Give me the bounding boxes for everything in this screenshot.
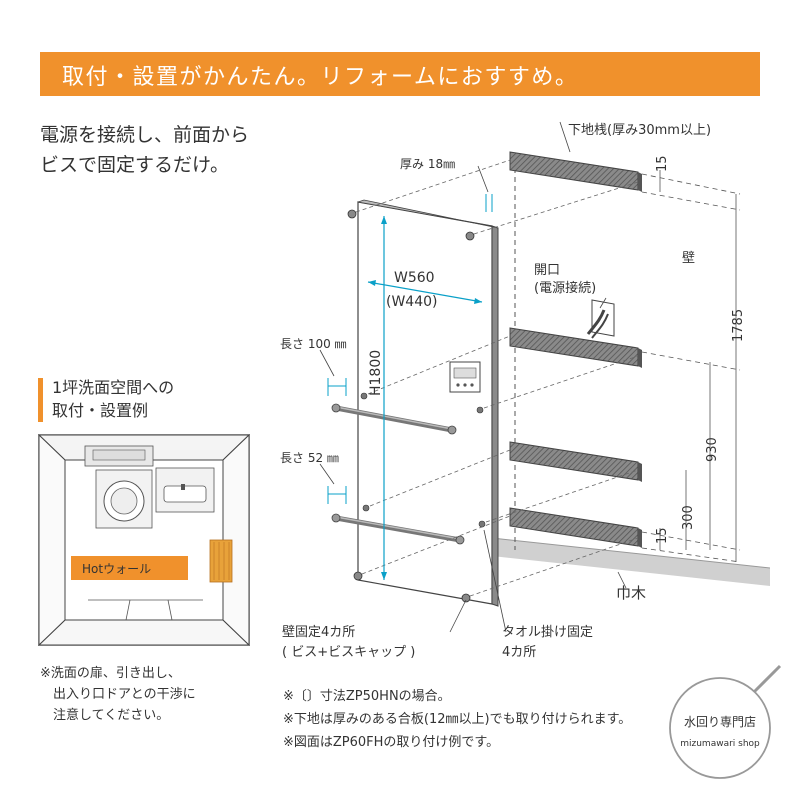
label-towel-fix-1: タオル掛け固定 (502, 625, 593, 640)
controller-unit (449, 361, 481, 393)
banner-title: 取付・設置がかんたん。リフォームにおすすめ。 (62, 65, 579, 90)
towel-bar-upper (331, 403, 457, 435)
caution-text: ※洗面の扉、引き出し、 出入り口ドアとの干渉に 注意してください。 (40, 663, 196, 726)
example-title-line-1: 1坪洗面空間への (52, 378, 175, 397)
screw-bottom-right (461, 593, 471, 603)
towel-bar-lower (331, 513, 465, 545)
label-wall-fix-2: ( ビス+ビスキャップ ) (282, 645, 415, 660)
batten-1 (509, 151, 642, 192)
example-title: 1坪洗面空間への 取付・設置例 (52, 376, 174, 422)
label-power-connection: (電源接続) (534, 280, 596, 296)
watermark-line-2: mizumawari shop (680, 739, 760, 749)
caution-line-3: 注意してください。 (53, 708, 170, 723)
label-height: H1800 (368, 350, 384, 396)
label-thickness: 厚み 18㎜ (400, 157, 455, 171)
note-line-3: ※図面はZP60FHの取り付け例です。 (283, 735, 500, 750)
label-opening: 開口 (534, 263, 560, 278)
label-length-100: 長さ 100 ㎜ (280, 337, 347, 351)
label-wall: 壁 (682, 251, 695, 266)
caution-line-1: ※洗面の扉、引き出し、 (40, 666, 181, 681)
note-line-2: ※下地は厚みのある合板(12㎜以上)でも取り付けられます。 (283, 712, 632, 727)
intro-text: 電源を接続し、前面から ビスで固定するだけ。 (40, 120, 249, 180)
label-wall-fix-1: 壁固定4カ所 (282, 625, 355, 640)
batten-2 (509, 327, 642, 368)
label-base-support: 下地桟(厚み30mm以上) (568, 123, 711, 138)
label-baseboard: 巾木 (616, 584, 646, 602)
dim-15-bottom: 15 (655, 527, 670, 544)
caution-line-2: 出入り口ドアとの干渉に (53, 687, 196, 702)
watermark-logo: 水回り専門店 mizumawari shop (669, 664, 782, 779)
heater-panel (357, 199, 499, 607)
label-towel-fix-2: 4カ所 (502, 645, 536, 660)
label-width-alt: (W440) (386, 294, 438, 310)
power-opening (586, 299, 615, 339)
note-line-1: ※〔〕寸法ZP50HNの場合。 (283, 689, 451, 704)
batten-3 (509, 441, 642, 482)
screw-top-right (465, 231, 475, 241)
dim-300: 300 (681, 505, 696, 530)
intro-line-2: ビスで固定するだけ。 (40, 154, 230, 176)
room-layout-illustration: Hotウォール (38, 434, 250, 646)
dim-15-top: 15 (655, 155, 670, 172)
dim-930: 930 (705, 437, 720, 462)
example-title-line-2: 取付・設置例 (52, 401, 149, 420)
screw-top-left (347, 209, 357, 219)
example-accent-bar (38, 378, 43, 422)
dim-1785: 1785 (731, 309, 746, 342)
batten-4 (509, 507, 642, 548)
installation-diagram: 下地桟(厚み30mm以上) 厚み 18㎜ 壁 開口 (電源接続) W560 (W… (280, 121, 770, 660)
screw-bottom-left (353, 571, 363, 581)
hot-wall-label: Hotウォール (82, 562, 151, 576)
notes-text: ※〔〕寸法ZP50HNの場合。 ※下地は厚みのある合板(12㎜以上)でも取り付け… (283, 685, 631, 754)
title-banner: 取付・設置がかんたん。リフォームにおすすめ。 (40, 52, 760, 96)
label-width: W560 (394, 270, 435, 286)
intro-line-1: 電源を接続し、前面から (40, 124, 250, 146)
watermark-line-1: 水回り専門店 (684, 715, 756, 729)
label-length-52: 長さ 52 ㎜ (280, 451, 339, 465)
